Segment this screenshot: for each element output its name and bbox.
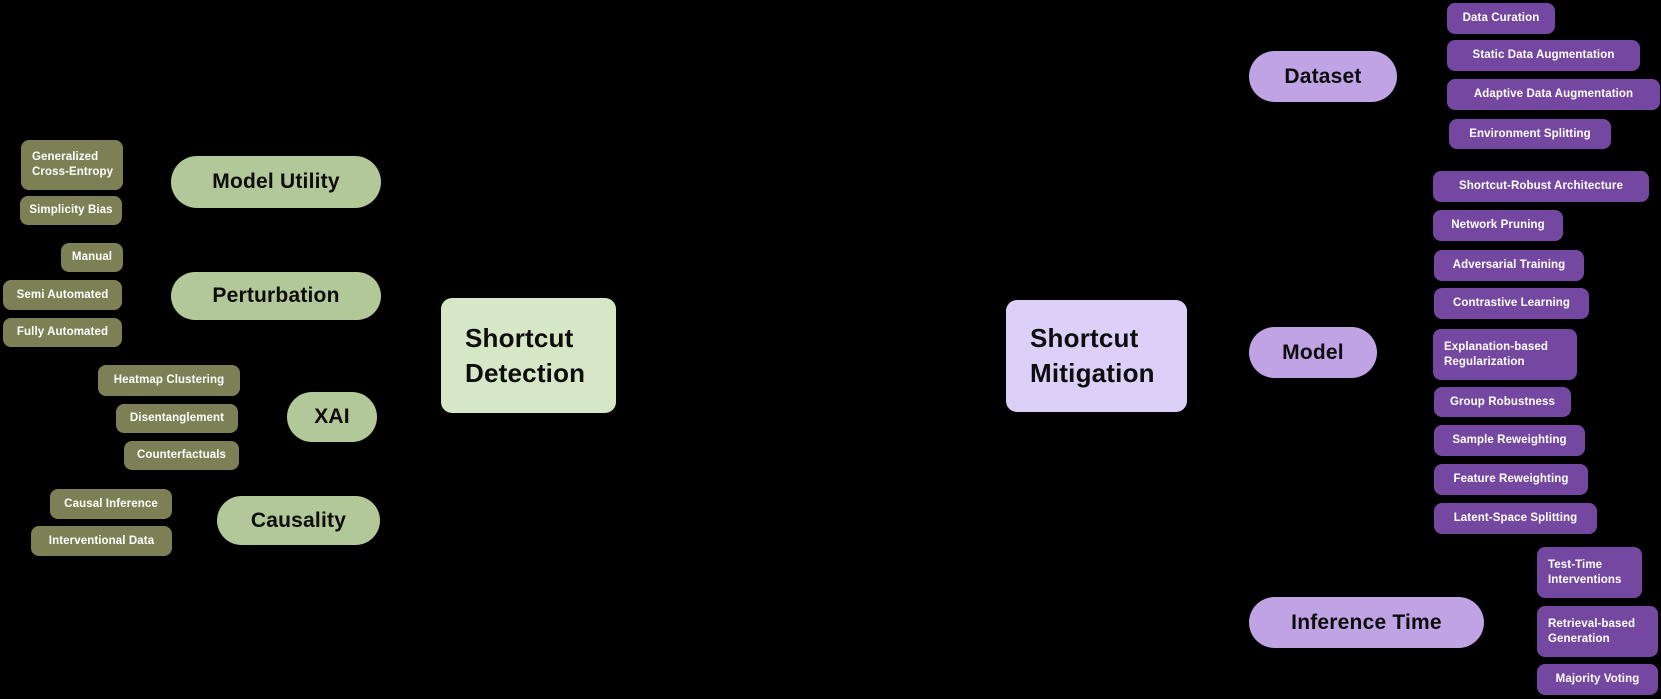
- category-inference-time-label: Inference Time: [1291, 610, 1442, 634]
- leaf-causal-inference: Causal Inference: [50, 489, 172, 519]
- leaf-network-pruning-label: Network Pruning: [1451, 219, 1545, 231]
- leaf-disentanglement: Disentanglement: [116, 404, 238, 433]
- leaf-retrieval-based-generation-label: Retrieval-based: [1548, 617, 1636, 630]
- leaf-majority-voting: Majority Voting: [1537, 664, 1658, 695]
- leaf-interventional-data: Interventional Data: [31, 526, 172, 556]
- shortcut-detection-root-label: Detection: [465, 357, 586, 388]
- category-model: Model: [1249, 327, 1377, 378]
- category-perturbation: Perturbation: [171, 272, 381, 320]
- leaf-contrastive-learning-label: Contrastive Learning: [1452, 297, 1571, 309]
- leaf-heatmap-clustering-label: Heatmap Clustering: [113, 374, 225, 386]
- leaf-adversarial-training-label: Adversarial Training: [1452, 259, 1566, 271]
- leaf-explanation-based-regularization-label: Explanation-based: [1444, 340, 1548, 353]
- leaf-feature-reweighting-label: Feature Reweighting: [1453, 473, 1569, 485]
- leaf-causal-inference-label: Causal Inference: [64, 497, 158, 510]
- leaf-latent-space-splitting-label: Latent-Space Splitting: [1453, 512, 1578, 524]
- leaf-network-pruning: Network Pruning: [1433, 210, 1563, 241]
- leaf-counterfactuals-label: Counterfactuals: [136, 449, 227, 461]
- leaf-interventional-data-label: Interventional Data: [48, 534, 155, 547]
- leaf-explanation-based-regularization-label: Regularization: [1444, 355, 1525, 368]
- category-xai-label: XAI: [314, 405, 350, 428]
- leaf-test-time-interventions-label: Test-Time: [1548, 558, 1603, 571]
- leaf-manual: Manual: [61, 243, 123, 272]
- leaf-semi-automated-label: Semi Automated: [16, 288, 109, 301]
- category-model-utility-label: Model Utility: [212, 170, 340, 193]
- leaf-semi-automated: Semi Automated: [3, 280, 122, 310]
- category-causality: Causality: [217, 496, 380, 545]
- leaf-generalized-cross-entropy-label: Cross-Entropy: [32, 166, 114, 178]
- category-perturbation-label: Perturbation: [212, 284, 340, 307]
- shortcut-detection-root-label: Shortcut: [465, 322, 574, 353]
- leaf-feature-reweighting: Feature Reweighting: [1434, 464, 1588, 495]
- category-causality-label: Causality: [250, 508, 347, 532]
- leaf-simplicity-bias: Simplicity Bias: [20, 196, 122, 225]
- leaf-fully-automated-label: Fully Automated: [16, 326, 109, 338]
- leaf-data-curation-label: Data Curation: [1462, 12, 1540, 24]
- leaf-sample-reweighting-label: Sample Reweighting: [1452, 434, 1567, 446]
- leaf-counterfactuals: Counterfactuals: [124, 441, 239, 470]
- leaf-contrastive-learning: Contrastive Learning: [1434, 288, 1589, 319]
- leaf-majority-voting-label: Majority Voting: [1555, 673, 1640, 685]
- leaf-data-curation: Data Curation: [1447, 3, 1555, 34]
- leaf-test-time-interventions-label: Interventions: [1548, 573, 1622, 586]
- leaf-retrieval-based-generation-label: Generation: [1548, 632, 1610, 645]
- category-dataset-label: Dataset: [1284, 64, 1362, 88]
- leaf-static-data-augmentation-label: Static Data Augmentation: [1472, 49, 1615, 61]
- category-model-label: Model: [1282, 340, 1344, 364]
- leaf-generalized-cross-entropy-label: Generalized: [32, 151, 99, 163]
- leaf-disentanglement-label: Disentanglement: [129, 412, 225, 424]
- leaf-group-robustness: Group Robustness: [1434, 387, 1571, 417]
- leaf-shortcut-robust-architecture: Shortcut-Robust Architecture: [1433, 171, 1649, 202]
- category-model-utility: Model Utility: [171, 156, 381, 208]
- leaf-manual-label: Manual: [71, 251, 113, 263]
- leaf-group-robustness-label: Group Robustness: [1449, 395, 1556, 408]
- shortcut-mitigation-root-label: Mitigation: [1030, 358, 1155, 388]
- leaf-adaptive-data-augmentation: Adaptive Data Augmentation: [1447, 79, 1660, 110]
- category-dataset: Dataset: [1249, 51, 1397, 102]
- leaf-shortcut-robust-architecture-label: Shortcut-Robust Architecture: [1458, 180, 1624, 192]
- leaf-adversarial-training: Adversarial Training: [1434, 250, 1584, 281]
- leaf-simplicity-bias-label: Simplicity Bias: [29, 204, 113, 216]
- leaf-latent-space-splitting: Latent-Space Splitting: [1434, 503, 1597, 534]
- leaf-static-data-augmentation: Static Data Augmentation: [1447, 40, 1640, 71]
- leaf-environment-splitting: Environment Splitting: [1449, 119, 1611, 149]
- leaf-environment-splitting-label: Environment Splitting: [1469, 127, 1591, 140]
- leaf-sample-reweighting: Sample Reweighting: [1434, 425, 1585, 456]
- shortcut-mitigation-root-label: Shortcut: [1030, 323, 1139, 353]
- leaf-heatmap-clustering: Heatmap Clustering: [98, 365, 240, 396]
- category-inference-time: Inference Time: [1249, 597, 1484, 648]
- leaf-adaptive-data-augmentation-label: Adaptive Data Augmentation: [1473, 88, 1634, 100]
- leaf-fully-automated: Fully Automated: [3, 318, 122, 347]
- category-xai: XAI: [287, 392, 377, 442]
